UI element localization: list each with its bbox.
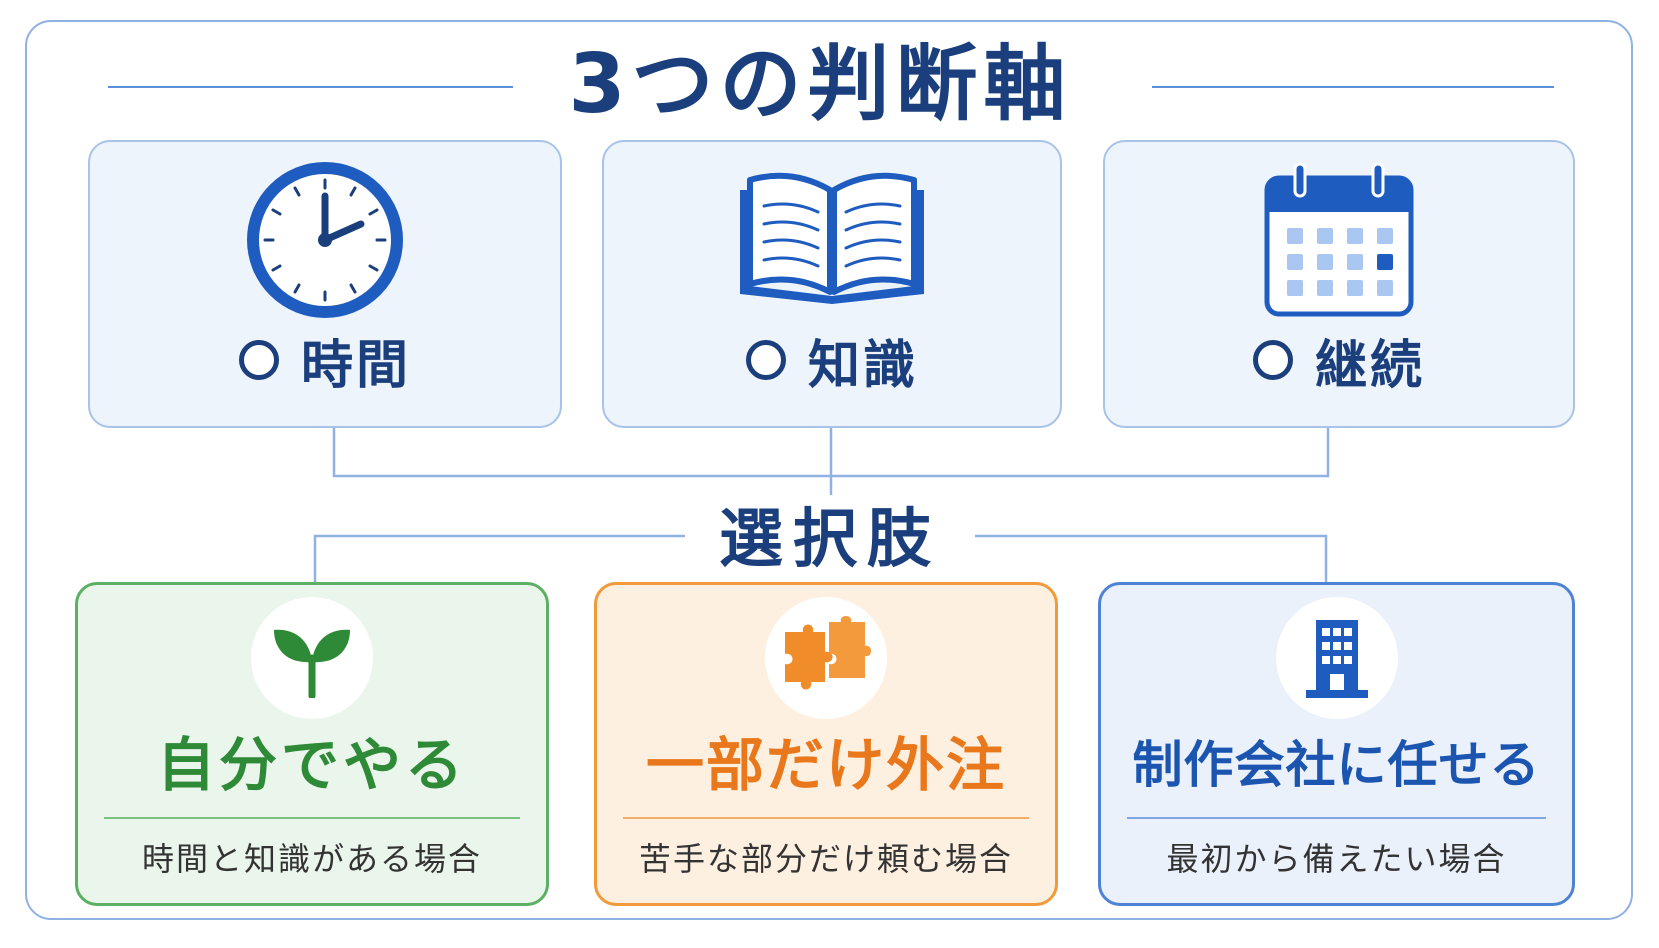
- axis-card-knowledge: 知識: [602, 140, 1062, 428]
- puzzle-icon: [785, 616, 871, 690]
- axis-label: 時間: [300, 335, 411, 396]
- choices-heading: 選択肢: [690, 495, 970, 585]
- options-connector: [313, 534, 1328, 582]
- circle-mark-icon: [745, 340, 786, 380]
- calendar-icon: [1264, 162, 1414, 317]
- axis-card-continuity: 継続: [1103, 140, 1575, 428]
- circle-mark-icon: [1252, 340, 1293, 380]
- axis-label: 継続: [1314, 335, 1425, 396]
- clock-icon: [247, 162, 403, 318]
- open-book-icon: [740, 172, 924, 304]
- option-badge: [1275, 597, 1398, 719]
- sprout-icon: [274, 629, 350, 698]
- axis-label: 知識: [807, 335, 918, 396]
- option-title: 自分でやる: [156, 731, 467, 799]
- option-description: 最初から備えたい場合: [1166, 840, 1507, 878]
- option-description: 時間と知識がある場合: [141, 840, 482, 878]
- option-description: 苦手な部分だけ頼む場合: [638, 840, 1013, 878]
- option-badge: [765, 597, 887, 719]
- option-card-agency: 制作会社に任せる 最初から備えたい場合: [1098, 582, 1575, 906]
- option-title: 一部だけ外注: [645, 731, 1006, 799]
- option-divider: [1127, 817, 1546, 819]
- title-line-left: [108, 86, 513, 88]
- axis-label-row: 知識: [604, 322, 1060, 398]
- option-badge: [251, 597, 373, 719]
- option-title: 制作会社に任せる: [1132, 736, 1541, 794]
- option-divider: [623, 817, 1029, 819]
- option-divider: [104, 817, 520, 819]
- option-card-partial-outsource: 一部だけ外注 苦手な部分だけ頼む場合: [594, 582, 1058, 906]
- axis-label-row: 継続: [1105, 322, 1573, 398]
- axis-label-row: 時間: [90, 322, 560, 398]
- title-line-right: [1152, 86, 1554, 88]
- circle-mark-icon: [238, 340, 279, 380]
- option-card-diy: 自分でやる 時間と知識がある場合: [75, 582, 549, 906]
- page-title: 3つの判断軸: [568, 37, 1072, 132]
- axis-card-time: 時間: [88, 140, 562, 428]
- building-icon: [1305, 620, 1368, 698]
